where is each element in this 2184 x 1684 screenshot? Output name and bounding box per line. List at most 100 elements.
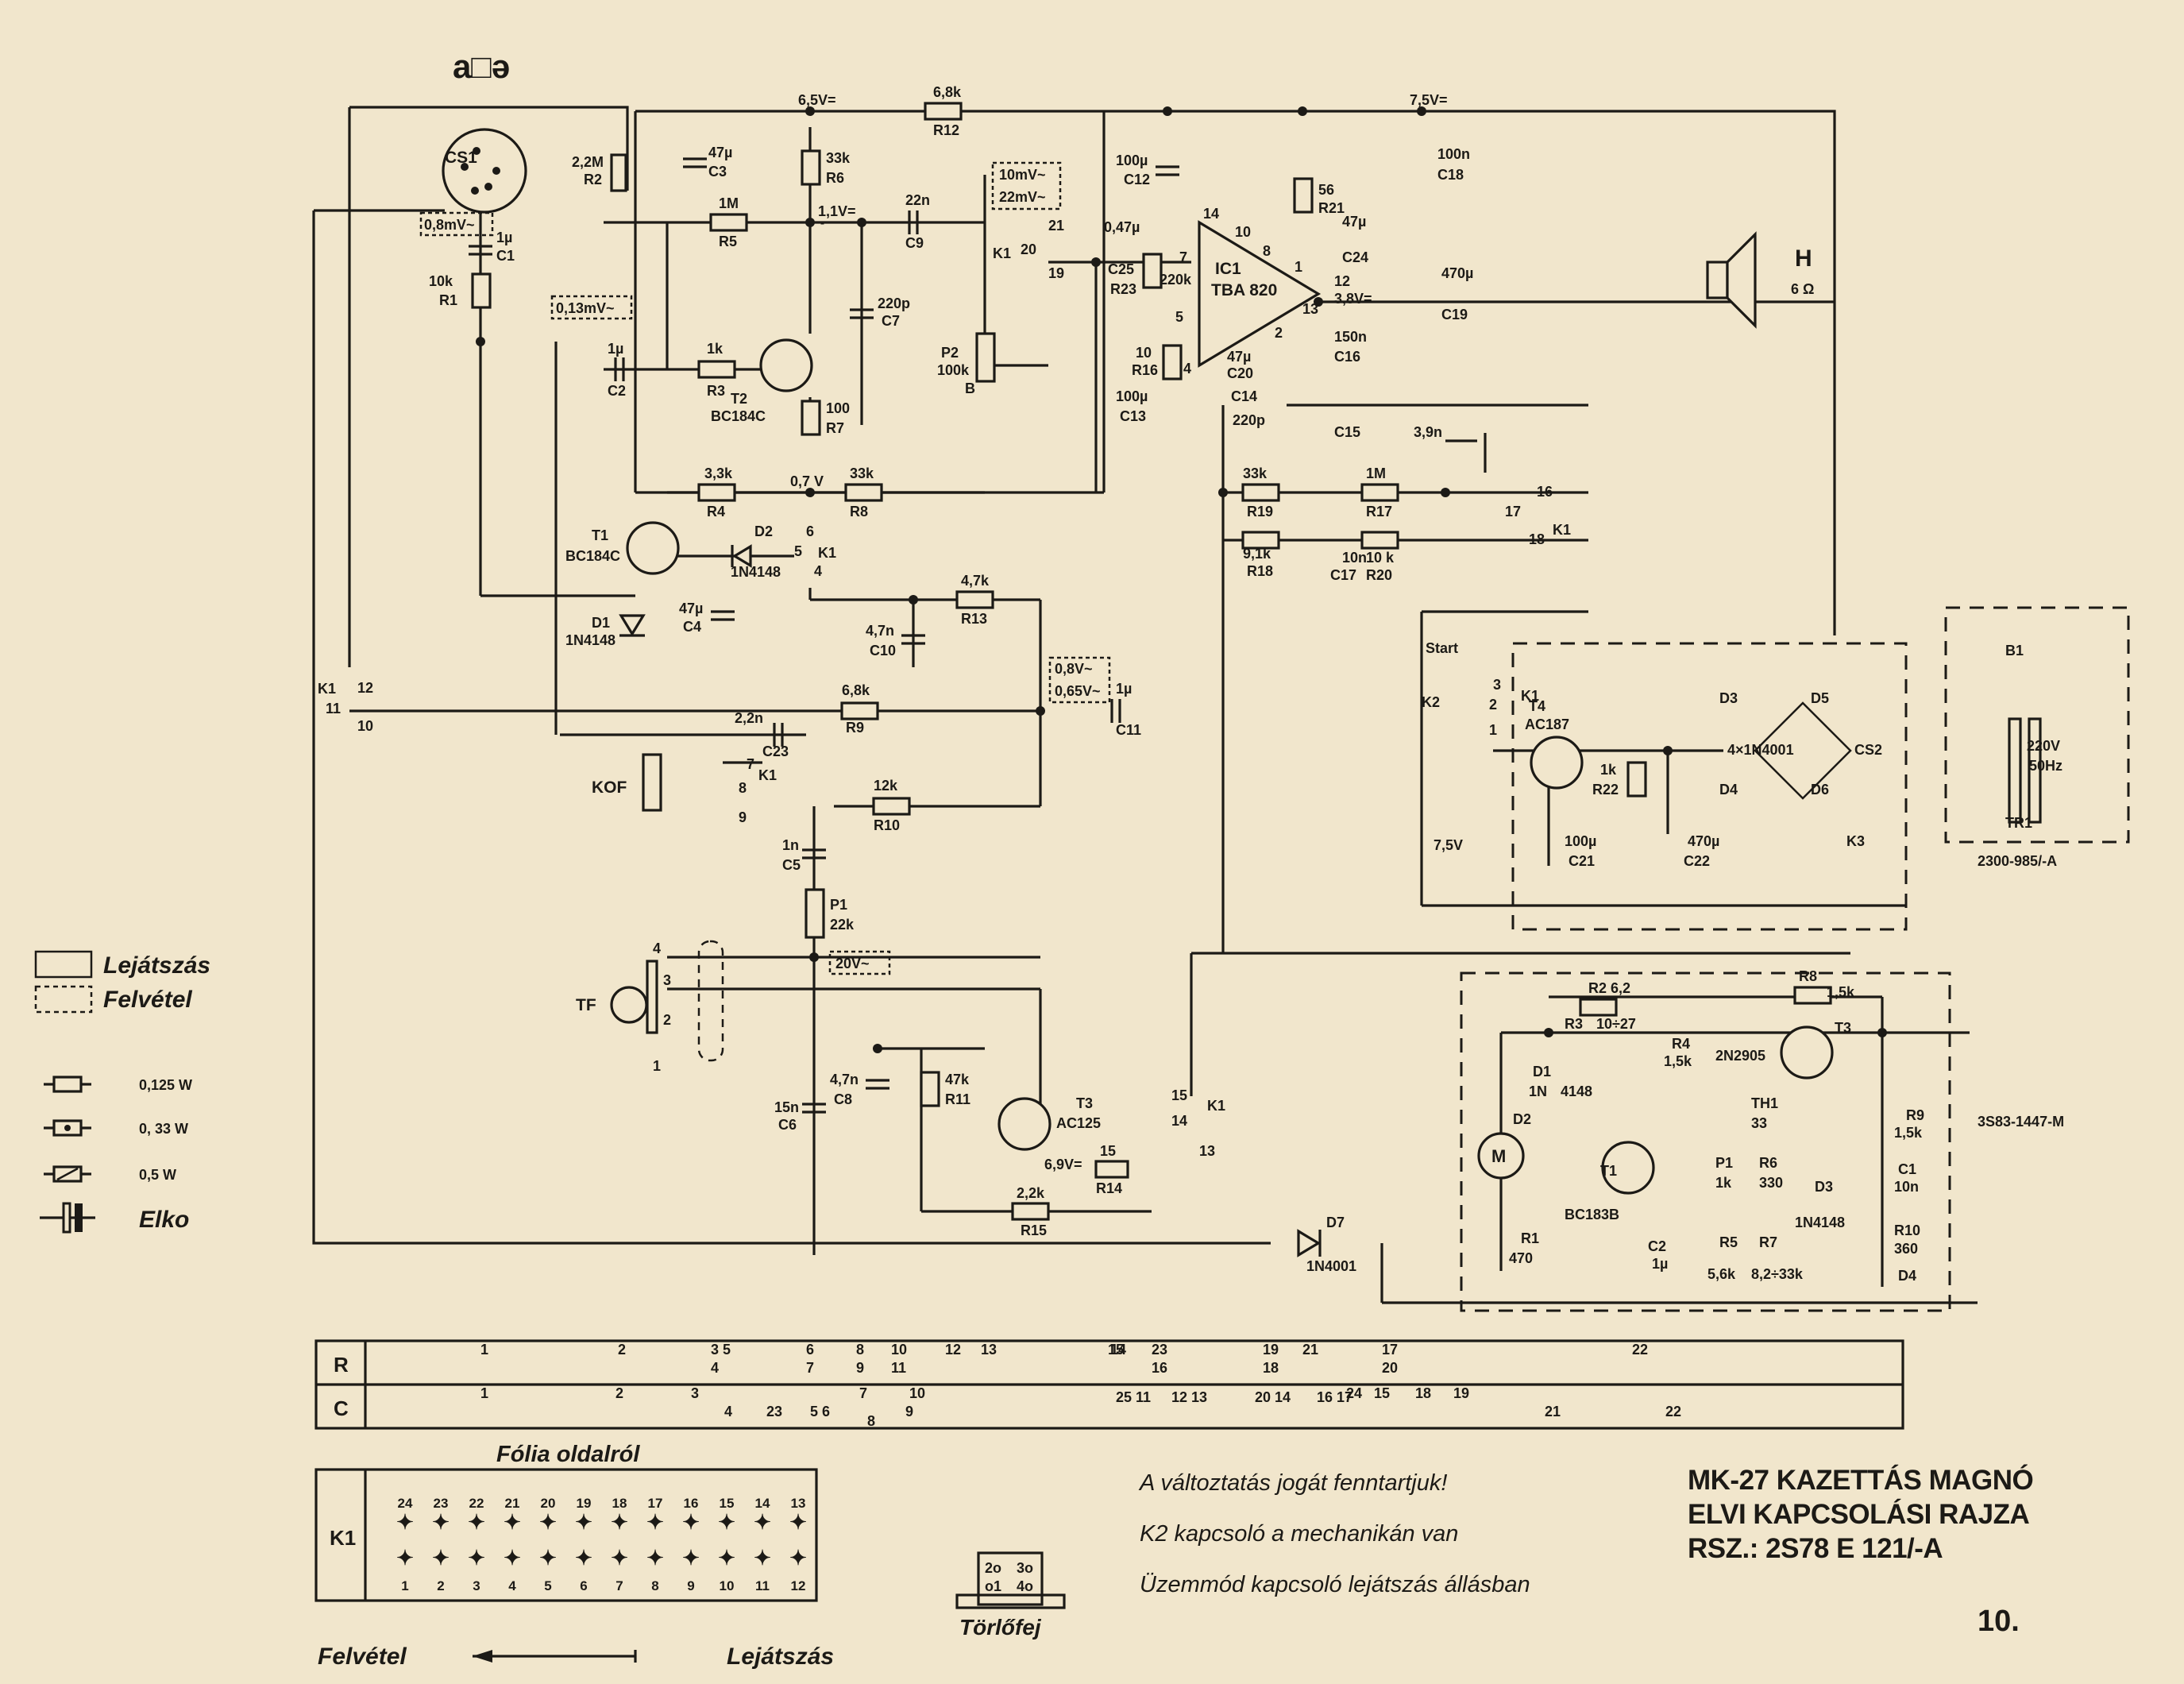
svg-text:C25: C25 [1108, 261, 1134, 277]
svg-text:100: 100 [826, 400, 850, 416]
svg-text:9,1k: 9,1k [1243, 546, 1271, 562]
r-index-entry: 6 [806, 1342, 814, 1358]
r-index-subentry: 7 [806, 1360, 814, 1376]
svg-text:10: 10 [1136, 345, 1152, 361]
svg-text:470µ: 470µ [1688, 833, 1719, 849]
svg-text:15: 15 [1171, 1087, 1187, 1103]
speaker-impedance: 6 Ω [1791, 281, 1814, 297]
svg-text:D6: D6 [1811, 782, 1829, 798]
svg-text:0,65V~: 0,65V~ [1055, 683, 1101, 699]
k1-top-pin-mark: ✦ [718, 1510, 735, 1534]
c-index-entry: 24 [1346, 1385, 1362, 1401]
svg-text:C4: C4 [683, 619, 701, 635]
svg-text:TF: TF [576, 996, 596, 1014]
svg-text:1n: 1n [782, 837, 799, 853]
svg-text:C13: C13 [1120, 408, 1146, 424]
svg-text:H: H [1795, 245, 1812, 272]
svg-text:3,8V=: 3,8V= [1334, 291, 1372, 307]
svg-text:4: 4 [1183, 361, 1191, 377]
c-index-entry: 15 [1374, 1385, 1390, 1401]
svg-text:1N4148: 1N4148 [565, 632, 615, 648]
svg-text:C18: C18 [1437, 167, 1464, 183]
c-index-entry: 4 [724, 1404, 732, 1419]
svg-text:R7: R7 [826, 420, 844, 436]
note-1: A változtatás jogát fenntartjuk! [1140, 1470, 1448, 1496]
r-index-subentry: 9 [856, 1360, 864, 1376]
svg-text:50Hz: 50Hz [2029, 758, 2062, 774]
svg-text:150n: 150n [1334, 329, 1367, 345]
svg-text:C12: C12 [1124, 172, 1150, 187]
svg-text:T3: T3 [1835, 1020, 1851, 1036]
junction-dots [476, 106, 1887, 1053]
svg-text:K1: K1 [1553, 522, 1571, 538]
svg-text:R3: R3 [707, 383, 725, 399]
svg-text:1: 1 [653, 1058, 661, 1074]
c-index-entry: 12 13 [1171, 1389, 1207, 1405]
erase-head-label: Törlőfej [959, 1615, 1042, 1640]
k1-bottom-pin-label: 3 [473, 1578, 480, 1593]
k1-bottom-pin-mark: ✦ [396, 1546, 414, 1570]
svg-text:10 k: 10 k [1366, 550, 1395, 566]
svg-text:D1: D1 [1533, 1064, 1551, 1080]
svg-text:T3: T3 [1076, 1095, 1093, 1111]
svg-text:7: 7 [1179, 249, 1187, 265]
r-index-subentry: 4 [711, 1360, 719, 1376]
svg-text:56: 56 [1318, 182, 1334, 198]
svg-text:17: 17 [1505, 504, 1521, 519]
svg-text:14: 14 [1203, 206, 1219, 222]
svg-text:C9: C9 [905, 235, 924, 251]
erase-pin-3: 3o [1017, 1560, 1033, 1576]
svg-text:12k: 12k [874, 778, 898, 794]
svg-text:R7: R7 [1759, 1234, 1777, 1250]
k1-bottom-pin-mark: ✦ [575, 1546, 592, 1570]
svg-text:1: 1 [1489, 722, 1497, 738]
c-index-entry: 5 6 [810, 1404, 830, 1419]
svg-text:220p: 220p [1233, 412, 1265, 428]
c-index-entry: 25 11 [1116, 1389, 1151, 1405]
svg-text:R21: R21 [1318, 200, 1345, 216]
svg-text:1N4148: 1N4148 [731, 564, 781, 580]
r-index-entry: 1 [480, 1342, 488, 1358]
svg-text:C2: C2 [1648, 1238, 1666, 1254]
r-index-entry: 8 [856, 1342, 864, 1358]
svg-text:D7: D7 [1326, 1215, 1345, 1230]
svg-text:100µ: 100µ [1116, 388, 1148, 404]
r-index-entry: 19 [1263, 1342, 1279, 1358]
direction-indicator: Felvétel Lejátszás [318, 1643, 834, 1670]
svg-text:T1: T1 [592, 527, 608, 543]
foil-title: Fólia oldalról [496, 1442, 640, 1467]
motor-module-code: 3S83-1447-M [1978, 1114, 2064, 1130]
module-borders [820, 221, 2130, 1312]
k1-bottom-pin-mark: ✦ [504, 1546, 521, 1570]
svg-text:1M: 1M [719, 195, 739, 211]
svg-text:C14: C14 [1231, 388, 1257, 404]
svg-text:1M: 1M [1366, 465, 1386, 481]
legend-record: Felvétel [103, 987, 192, 1013]
k1-bottom-pin-label: 7 [615, 1578, 623, 1593]
svg-text:R19: R19 [1247, 504, 1273, 519]
svg-text:C23: C23 [762, 744, 789, 759]
k1-top-pin-label: 24 [398, 1496, 413, 1511]
r-index-entry: 14 [1110, 1342, 1126, 1358]
svg-text:33k: 33k [1243, 465, 1268, 481]
k1-pins: 24✦23✦22✦21✦20✦19✦18✦17✦16✦15✦14✦13✦✦1✦2… [396, 1496, 807, 1593]
c-index-entry: 23 [766, 1404, 782, 1419]
k1-bottom-pin-mark: ✦ [754, 1546, 771, 1570]
svg-text:1k: 1k [1600, 762, 1617, 778]
svg-text:D5: D5 [1811, 690, 1829, 706]
r-index-entry: 2 [618, 1342, 626, 1358]
k1-top-pin-mark: ✦ [646, 1510, 664, 1534]
svg-text:2: 2 [1275, 325, 1283, 341]
svg-text:100µ: 100µ [1116, 153, 1148, 168]
k1-bottom-pin-label: 5 [544, 1578, 551, 1593]
svg-text:1µ: 1µ [1116, 681, 1132, 697]
svg-text:4,7n: 4,7n [866, 623, 894, 639]
legend-res-033: 0, 33 W [139, 1121, 188, 1137]
svg-text:TH1: TH1 [1751, 1095, 1778, 1111]
k1-bottom-pin-mark: ✦ [718, 1546, 735, 1570]
svg-text:BC184C: BC184C [711, 408, 766, 424]
svg-text:R14: R14 [1096, 1180, 1122, 1196]
k1-top-pin-mark: ✦ [789, 1510, 807, 1534]
svg-text:13: 13 [1302, 301, 1318, 317]
